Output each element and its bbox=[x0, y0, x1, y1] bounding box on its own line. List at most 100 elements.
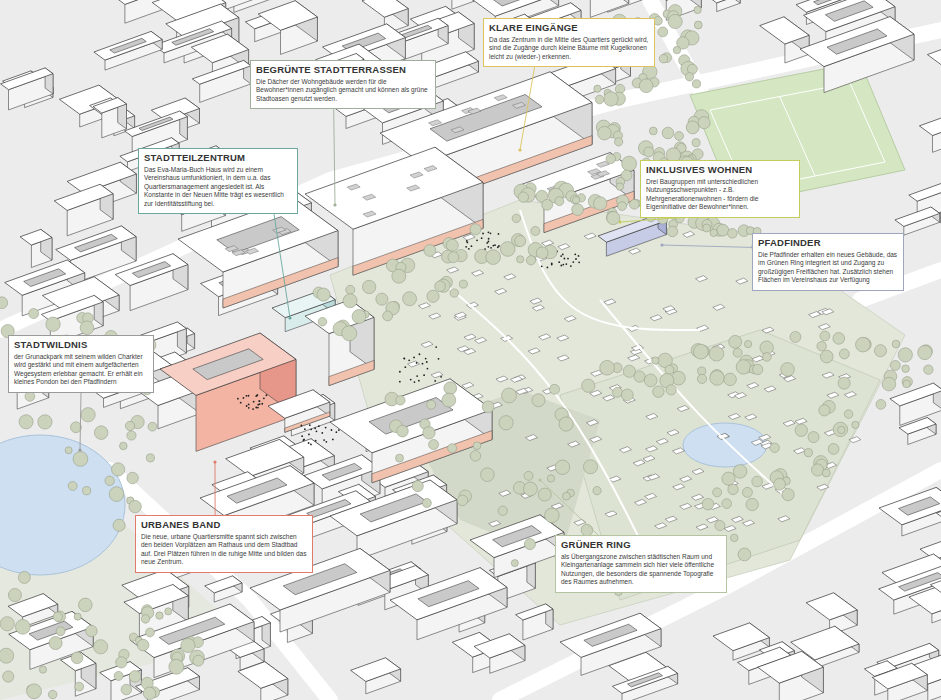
garden-hut bbox=[818, 324, 830, 330]
roof-terrace bbox=[494, 95, 507, 101]
building-roof bbox=[919, 117, 941, 135]
tree bbox=[902, 365, 910, 373]
garden-hut bbox=[528, 348, 540, 354]
tree bbox=[27, 684, 42, 699]
tree bbox=[129, 671, 141, 683]
leader-dot bbox=[78, 448, 81, 451]
person bbox=[308, 433, 310, 435]
tree bbox=[499, 416, 513, 430]
tree bbox=[531, 226, 540, 235]
tree bbox=[675, 132, 684, 141]
building-wall bbox=[730, 0, 740, 3]
tree bbox=[653, 386, 664, 397]
tree bbox=[486, 250, 501, 265]
garden-hut bbox=[431, 372, 443, 378]
person bbox=[318, 425, 320, 427]
tree bbox=[137, 639, 149, 651]
tree bbox=[81, 408, 95, 422]
person bbox=[304, 428, 306, 430]
garden-hut bbox=[447, 267, 459, 273]
building-roof bbox=[205, 576, 242, 593]
tree bbox=[518, 192, 528, 202]
tree bbox=[512, 214, 520, 222]
courtyard bbox=[227, 478, 287, 503]
ground-floor bbox=[353, 219, 483, 275]
park-area bbox=[330, 200, 905, 625]
tree bbox=[125, 421, 134, 430]
garden-hut bbox=[418, 303, 430, 309]
garden-hut bbox=[499, 490, 511, 496]
roof-terrace bbox=[429, 120, 442, 126]
tree bbox=[65, 447, 72, 454]
tree bbox=[713, 488, 722, 497]
garden-hut bbox=[584, 233, 596, 239]
garden-hut bbox=[673, 484, 685, 490]
tree bbox=[808, 432, 819, 443]
person bbox=[575, 258, 577, 260]
pond bbox=[683, 423, 767, 467]
tree bbox=[114, 671, 123, 680]
callout-heading: URBANES BAND bbox=[141, 520, 307, 531]
tree bbox=[903, 380, 911, 388]
leader-dot bbox=[660, 243, 663, 246]
tree bbox=[412, 481, 423, 492]
person bbox=[316, 430, 318, 432]
tree bbox=[667, 226, 678, 237]
person bbox=[252, 408, 254, 410]
courtyard bbox=[132, 262, 170, 278]
tree bbox=[56, 627, 65, 636]
tree bbox=[470, 451, 481, 462]
tree bbox=[644, 147, 654, 157]
tree bbox=[515, 236, 526, 247]
person bbox=[301, 425, 303, 427]
person bbox=[237, 398, 239, 400]
leader-line bbox=[80, 393, 81, 450]
tree bbox=[397, 425, 409, 437]
person bbox=[261, 403, 263, 405]
person bbox=[248, 395, 250, 397]
tree bbox=[622, 156, 637, 171]
building-roof bbox=[927, 45, 941, 66]
roof-terrace bbox=[246, 248, 259, 254]
garden-hut bbox=[604, 299, 616, 305]
tree bbox=[403, 292, 417, 306]
building-roof bbox=[516, 604, 553, 620]
garden-hut bbox=[475, 337, 487, 343]
building-roof bbox=[520, 153, 634, 203]
person bbox=[263, 397, 265, 399]
person bbox=[565, 263, 567, 265]
courtyard bbox=[110, 38, 147, 53]
tree bbox=[545, 508, 560, 523]
person bbox=[438, 358, 440, 360]
tree bbox=[538, 488, 551, 501]
building-roof bbox=[760, 17, 809, 44]
tree bbox=[730, 534, 737, 541]
building-roof bbox=[268, 390, 330, 419]
building-roof bbox=[305, 147, 483, 229]
tree bbox=[470, 224, 481, 235]
person bbox=[422, 363, 424, 365]
tree bbox=[770, 443, 779, 452]
tree bbox=[604, 92, 618, 106]
person bbox=[490, 232, 492, 234]
garden-hut bbox=[656, 439, 668, 445]
tree bbox=[639, 79, 653, 93]
garden-hut bbox=[408, 361, 420, 367]
tree bbox=[812, 464, 824, 476]
tree bbox=[593, 487, 601, 495]
tree bbox=[583, 460, 597, 474]
garden-hut bbox=[620, 447, 632, 453]
tree bbox=[427, 290, 439, 302]
tree bbox=[317, 288, 330, 301]
tree bbox=[86, 625, 97, 636]
building-roof bbox=[909, 177, 941, 202]
building-roof bbox=[41, 295, 103, 321]
tree bbox=[482, 401, 494, 413]
garden-hut bbox=[692, 469, 704, 475]
building-roof bbox=[130, 604, 254, 658]
person bbox=[338, 429, 340, 431]
tree bbox=[448, 252, 459, 263]
garden-hut bbox=[692, 494, 704, 500]
park-path bbox=[440, 280, 650, 560]
tree bbox=[457, 495, 468, 506]
